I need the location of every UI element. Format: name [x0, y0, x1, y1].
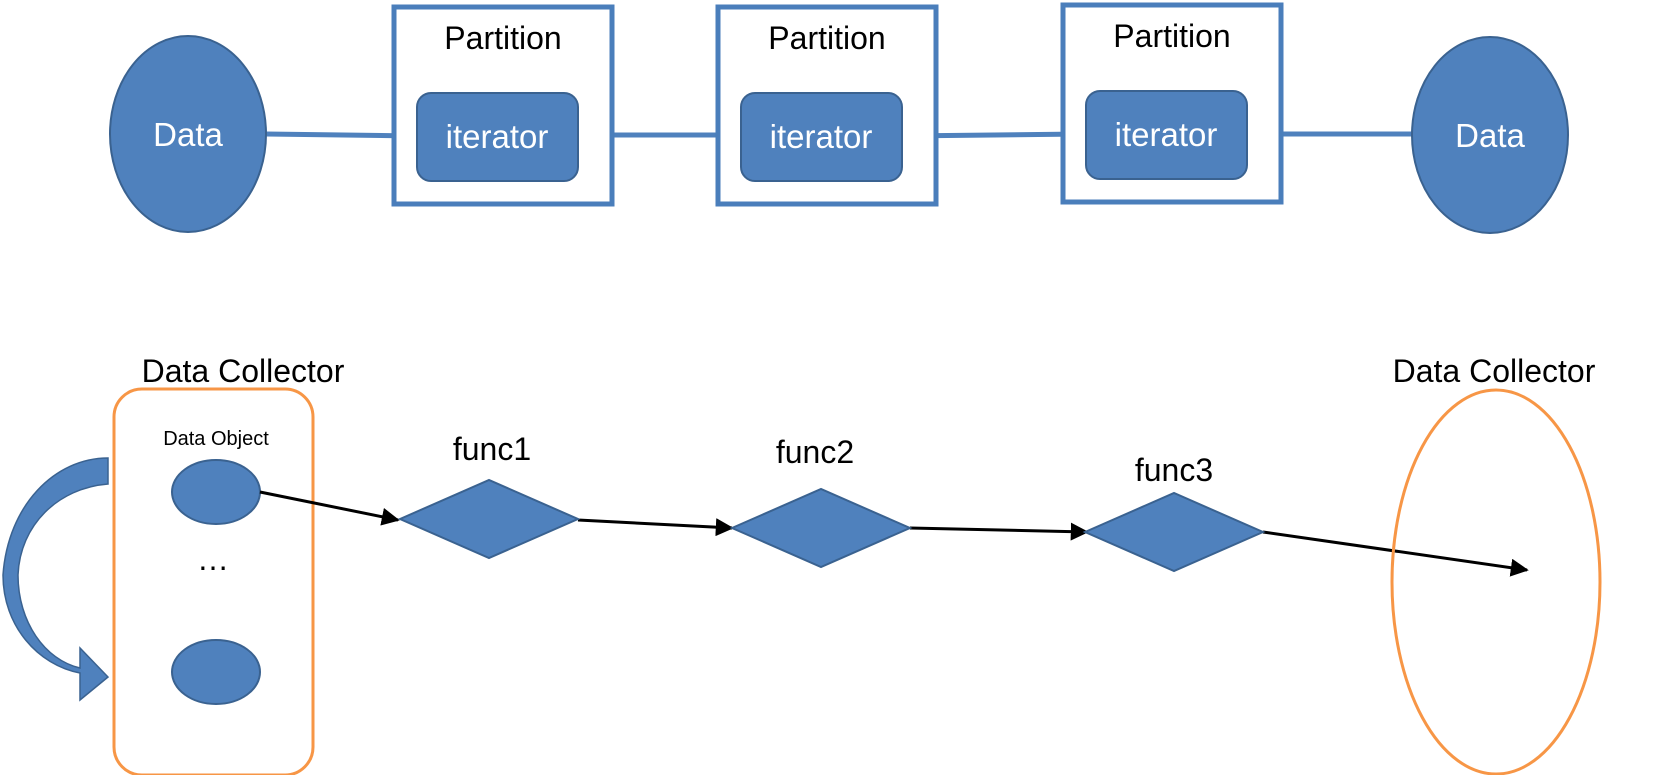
partition-2-iterator-label: iterator — [770, 118, 873, 155]
edge-object-to-func1 — [259, 490, 400, 526]
partition-2-title: Partition — [768, 20, 885, 56]
partition-1: Partition iterator — [391, 4, 615, 207]
collector-flow: Data Collector Data Object … func1 func2… — [2, 353, 1602, 775]
partition-1-iterator-label: iterator — [446, 118, 549, 155]
edge-source-to-partition-1 — [265, 125, 418, 146]
func3-label: func3 — [1135, 452, 1213, 488]
edge-func1-to-func2 — [577, 518, 734, 537]
partition-2-iterator-node — [740, 92, 903, 182]
sink-data-label: Data — [1455, 117, 1525, 154]
data-object-node-top — [171, 459, 261, 525]
partition-1-iterator-node — [416, 92, 579, 182]
func1-node — [397, 478, 581, 560]
partition-pipeline: Data Partition iterator Partition iterat… — [109, 2, 1569, 234]
edge-func2-to-func3 — [909, 522, 1089, 541]
func3-node — [1082, 491, 1266, 573]
func2-label: func2 — [776, 434, 854, 470]
source-data-label: Data — [153, 116, 223, 153]
sink-data-node — [1411, 36, 1569, 234]
partition-3: Partition iterator — [1060, 2, 1284, 205]
data-object-ellipsis: … — [197, 541, 229, 577]
loop-arrow-icon — [2, 457, 110, 702]
output-collector-ellipse — [1390, 388, 1602, 775]
partition-3-title: Partition — [1113, 18, 1230, 54]
partition-2: Partition iterator — [715, 4, 939, 207]
func2-node — [729, 487, 913, 569]
partition-3-iterator-node — [1085, 90, 1248, 180]
partition-1-title: Partition — [444, 20, 561, 56]
input-collector-box — [112, 387, 315, 775]
data-object-node-bottom — [171, 639, 261, 705]
func1-label: func1 — [453, 431, 531, 467]
source-data-node — [109, 35, 267, 233]
partition-3-iterator-label: iterator — [1115, 116, 1218, 153]
input-collector-title: Data Collector — [142, 353, 345, 389]
output-collector-title: Data Collector — [1393, 353, 1596, 389]
data-object-label: Data Object — [163, 428, 269, 450]
edge-func3-to-output — [1262, 530, 1529, 577]
